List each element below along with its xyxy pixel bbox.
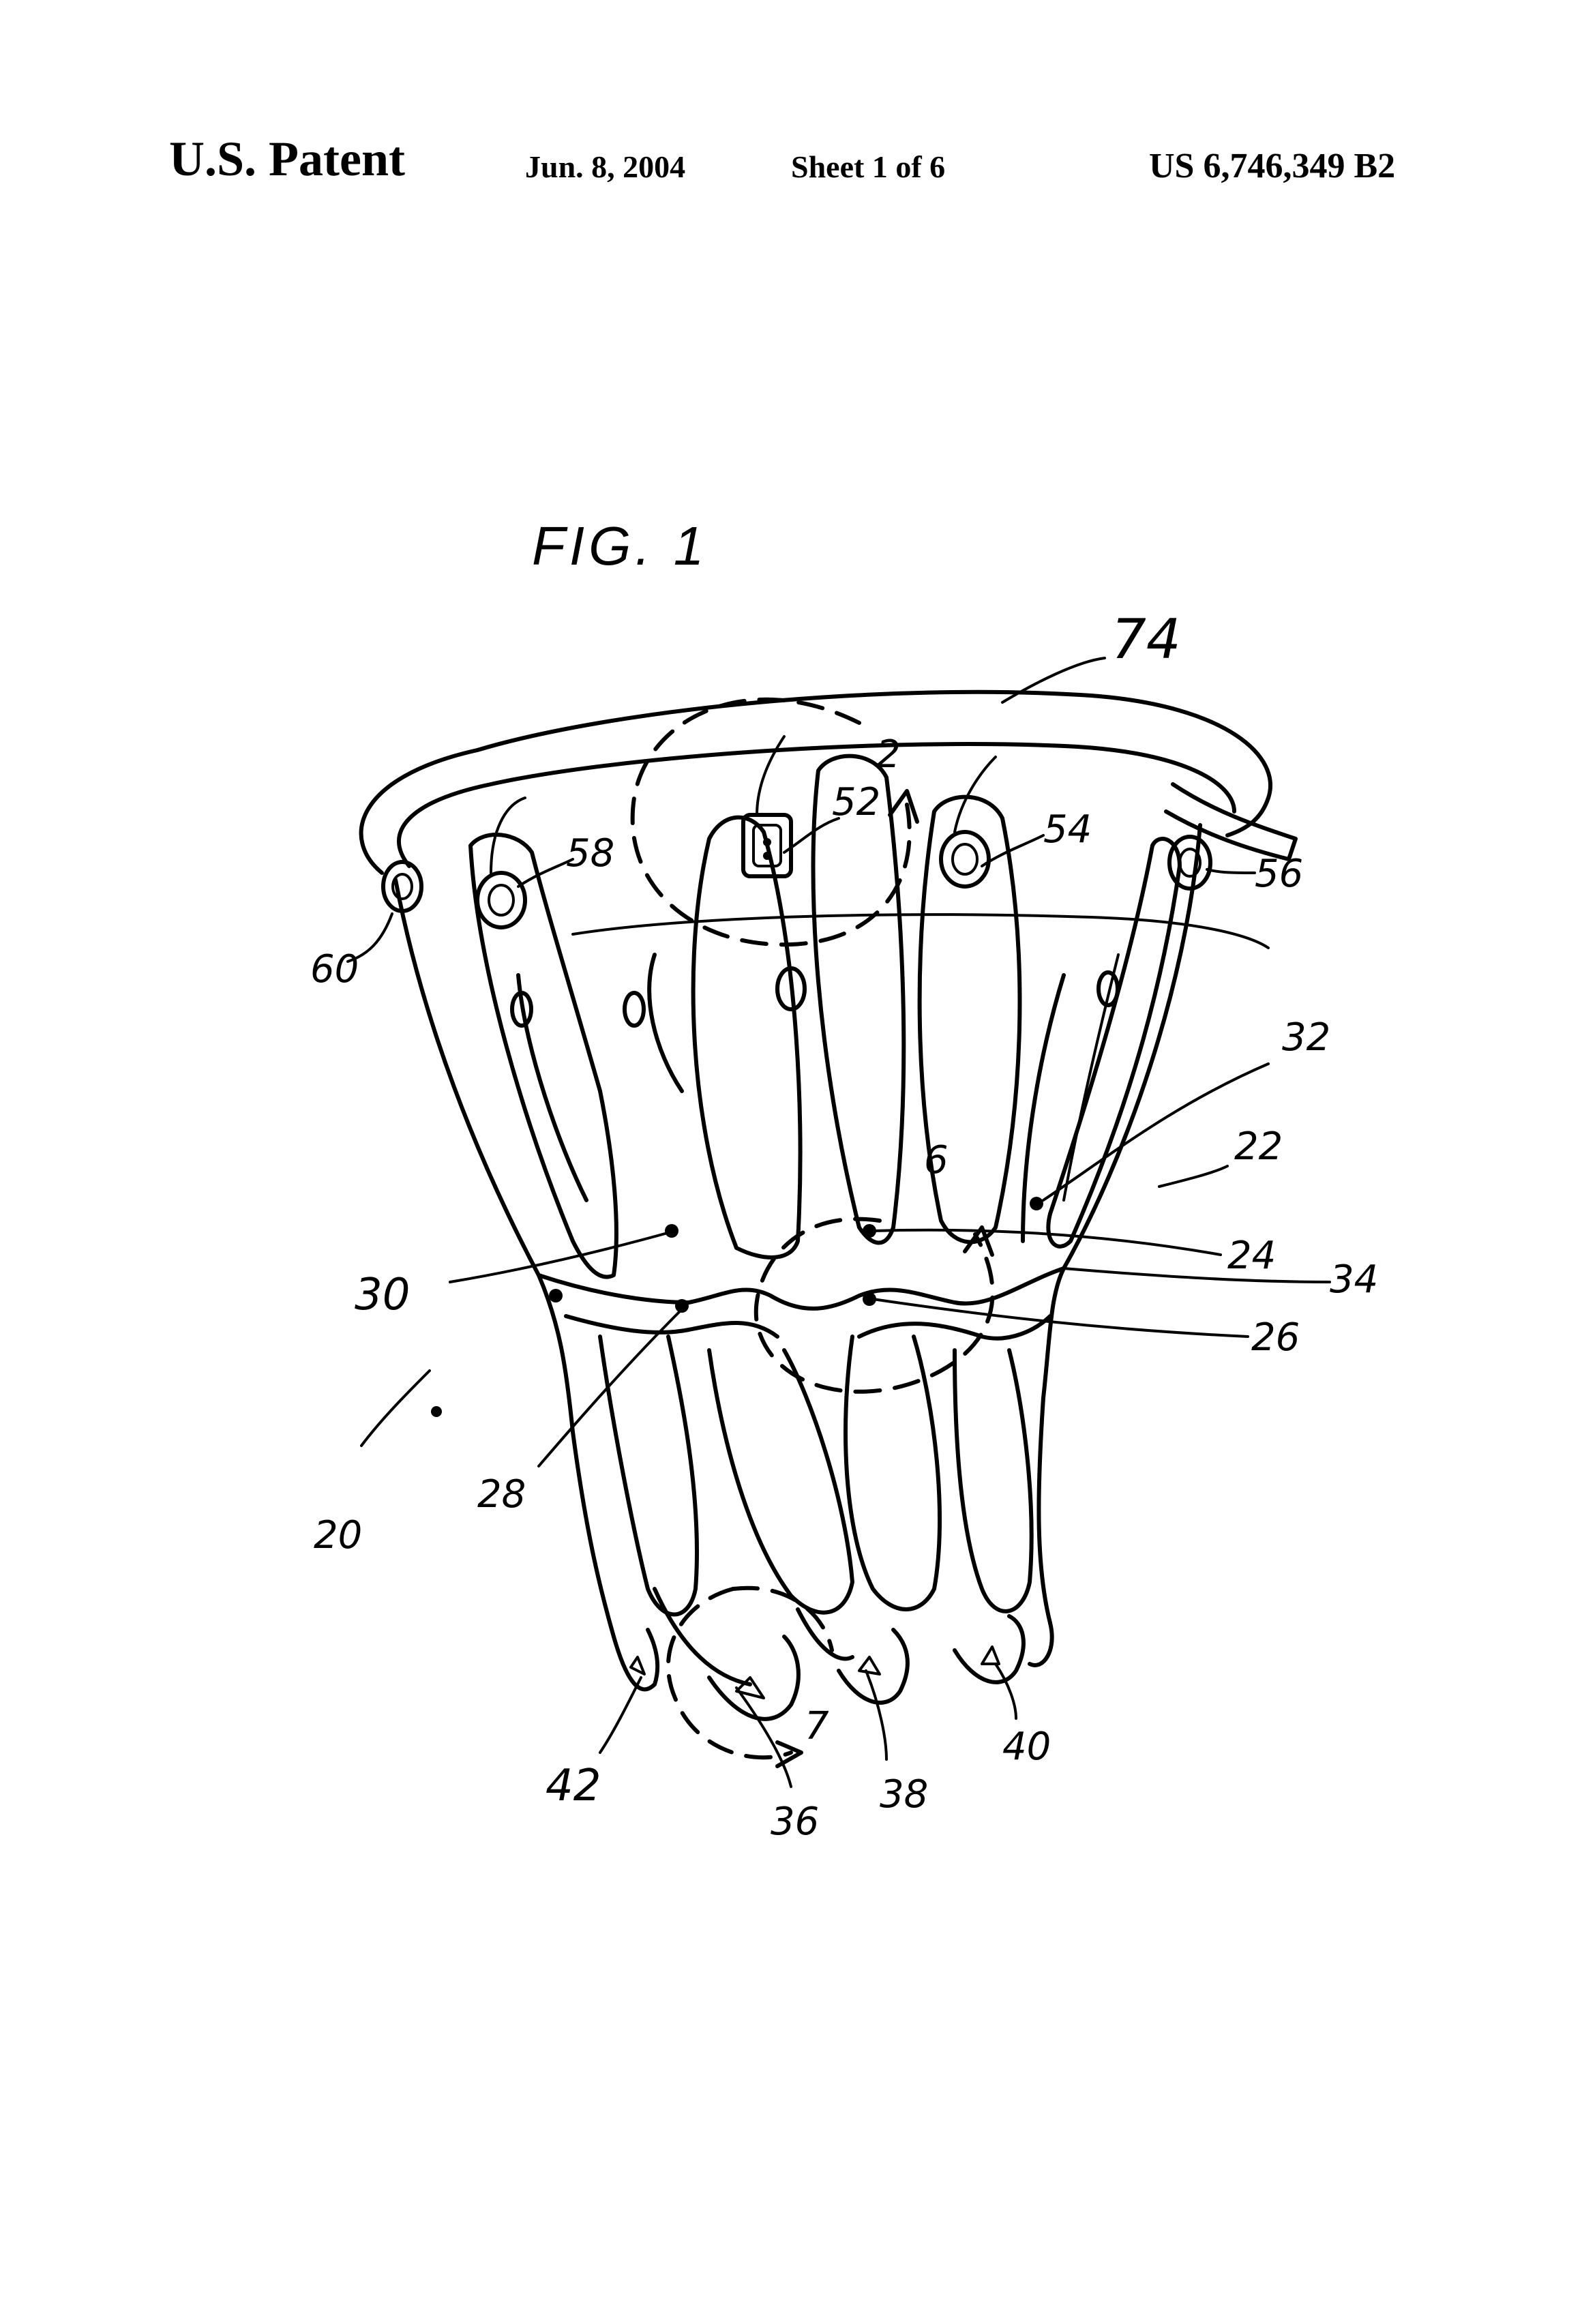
patent-number: US 6,746,349 B2 xyxy=(1149,147,1396,185)
middle-band xyxy=(537,1266,1066,1341)
ref-58: 58 xyxy=(566,831,614,876)
ref-60: 60 xyxy=(310,947,359,992)
ref-36: 36 xyxy=(771,1800,819,1844)
detail-circle-7 xyxy=(666,1585,834,1768)
ref-30: 30 xyxy=(355,1270,410,1320)
ref-28: 28 xyxy=(477,1472,526,1517)
ref-40: 40 xyxy=(1002,1725,1051,1769)
detail-circle-2 xyxy=(630,697,919,947)
ref-20: 20 xyxy=(314,1513,362,1558)
ref-7: 7 xyxy=(805,1704,829,1748)
ref-38: 38 xyxy=(880,1772,928,1817)
ref-54: 54 xyxy=(1043,807,1092,852)
bottom-tips xyxy=(612,1614,1054,1721)
ref-24: 24 xyxy=(1227,1234,1276,1278)
panel-holes xyxy=(510,966,1120,1028)
reference-numerals: 74 2 52 54 56 58 60 32 22 6 24 34 26 30 … xyxy=(310,608,1378,1844)
rim-clips xyxy=(381,735,1212,929)
issue-date: Jun. 8, 2004 xyxy=(525,149,686,184)
ref-32: 32 xyxy=(1282,1015,1330,1060)
ref-52: 52 xyxy=(832,780,880,824)
leader-lines xyxy=(346,657,1331,1788)
figure-title: FIG. 1 xyxy=(532,516,708,576)
ref-34: 34 xyxy=(1330,1257,1378,1302)
ref-2: 2 xyxy=(876,732,901,777)
patent-office-label: U.S. Patent xyxy=(169,132,405,186)
ref-42: 42 xyxy=(546,1761,601,1811)
ref-56: 56 xyxy=(1255,852,1303,896)
hoop-rim xyxy=(359,689,1298,949)
ref-6: 6 xyxy=(924,1138,949,1182)
sheet-number: Sheet 1 of 6 xyxy=(791,149,946,184)
node-dots xyxy=(549,1197,1043,1313)
ref-22: 22 xyxy=(1234,1124,1283,1169)
net-outer-contour xyxy=(393,823,1202,1639)
ref-74: 74 xyxy=(1111,608,1181,671)
lower-panels xyxy=(598,1335,1034,1686)
ref-26: 26 xyxy=(1251,1315,1300,1360)
